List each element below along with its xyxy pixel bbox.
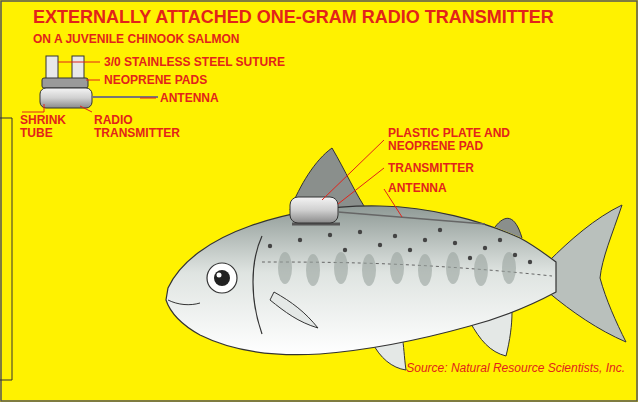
spot: [498, 238, 502, 242]
spot: [468, 256, 472, 260]
spot: [513, 253, 517, 257]
frame-notch: [0, 118, 12, 380]
spot: [528, 260, 532, 264]
chinook-salmon: [166, 140, 626, 370]
parr-mark: [306, 254, 320, 286]
spot: [378, 243, 382, 247]
parr-mark: [362, 254, 376, 286]
subtitle: ON A JUVENILE CHINOOK SALMON: [33, 33, 239, 46]
parr-mark: [334, 252, 348, 284]
parr-mark: [390, 252, 404, 284]
source-caption: Source: Natural Resource Scientists, Inc…: [406, 362, 625, 375]
spot: [423, 238, 427, 242]
parr-mark: [446, 252, 460, 284]
spots: [268, 228, 532, 264]
spot: [408, 248, 412, 252]
part-label: TRANSMITTER: [388, 162, 474, 175]
part-label: SHRINK TUBE: [20, 114, 66, 140]
part-label: ANTENNA: [388, 182, 447, 195]
parr-marks: [278, 252, 516, 286]
parr-mark: [278, 252, 292, 284]
spot: [453, 241, 457, 245]
spot: [393, 234, 397, 238]
spot: [268, 244, 272, 248]
title: EXTERNALLY ATTACHED ONE-GRAM RADIO TRANS…: [33, 8, 554, 28]
part-label: 3/0 STAINLESS STEEL SUTURE: [104, 56, 285, 69]
part-label: PLASTIC PLATE AND NEOPRENE PAD: [388, 127, 558, 153]
part-label: ANTENNA: [160, 92, 219, 105]
spot: [343, 248, 347, 252]
parr-mark: [474, 254, 488, 286]
spot: [298, 238, 302, 242]
part-label: NEOPRENE PADS: [104, 74, 207, 87]
spot: [358, 230, 362, 234]
part-label: RADIO TRANSMITTER: [94, 114, 180, 140]
spot: [438, 228, 442, 232]
spot: [483, 246, 487, 250]
parr-mark: [418, 254, 432, 286]
spot: [328, 233, 332, 237]
